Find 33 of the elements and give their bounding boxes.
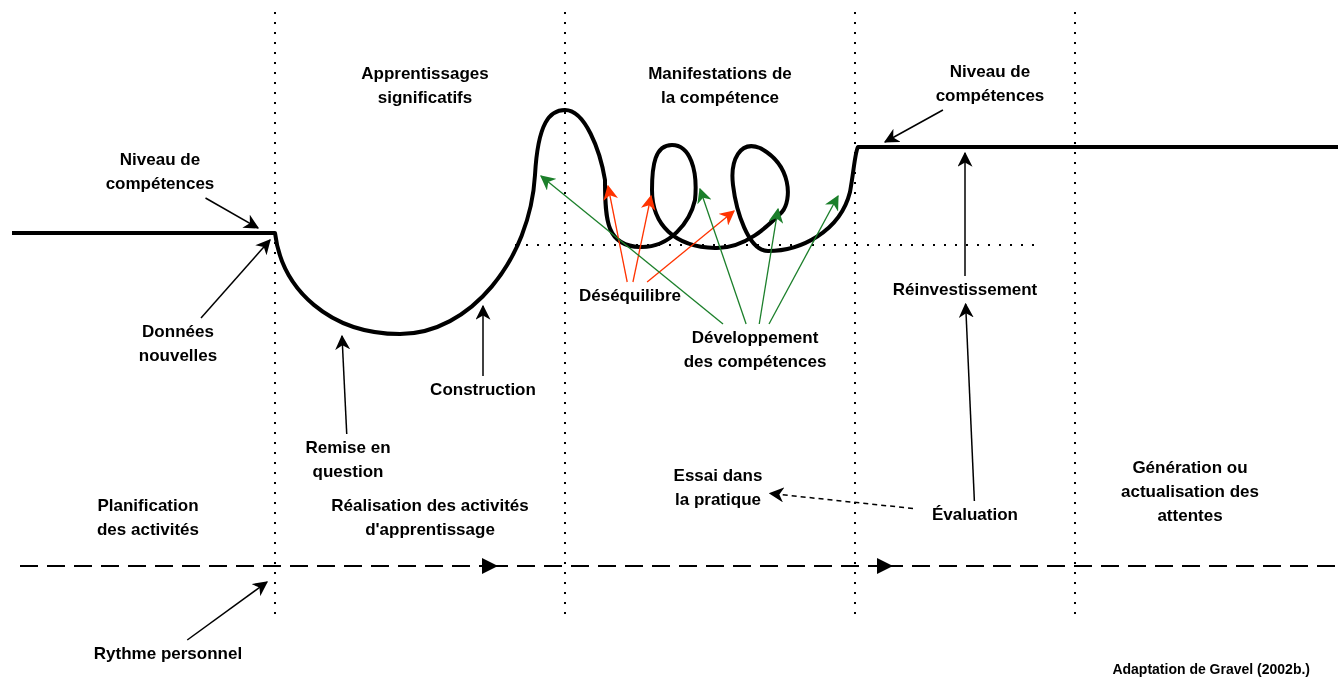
annotation-label: Niveau de compétences xyxy=(102,148,218,196)
phase-label: Planification des activités xyxy=(95,495,201,541)
arrow xyxy=(883,109,944,143)
annotation-label: Développement des compétences xyxy=(680,326,830,374)
arrow xyxy=(475,304,491,377)
arrow xyxy=(335,334,351,435)
arrow xyxy=(957,151,973,277)
arrow xyxy=(768,194,839,325)
annotation-label: Évaluation xyxy=(915,503,1035,527)
arrow xyxy=(200,239,271,319)
arrow xyxy=(540,175,724,325)
arrow xyxy=(758,207,784,325)
phase-label: Manifestations de la compétence xyxy=(647,63,793,109)
annotation-label: Rythme personnel xyxy=(68,642,268,666)
phase-label: Génération ou actualisation des attentes xyxy=(1120,457,1260,527)
arrow xyxy=(632,194,656,283)
arrow xyxy=(958,302,976,502)
arrow xyxy=(768,487,914,510)
arrow xyxy=(603,184,628,283)
annotation-label: Niveau de compétences xyxy=(932,60,1048,108)
arrow xyxy=(186,581,268,641)
annotation-label: Déséquilibre xyxy=(565,284,695,308)
annotation-label: Construction xyxy=(418,378,548,402)
annotation-label: Données nouvelles xyxy=(123,320,233,368)
arrow xyxy=(646,210,735,283)
phase-label: Réalisation des activités d'apprentissage xyxy=(330,495,530,541)
phase-label: Apprentissages significatifs xyxy=(360,63,490,109)
arrow xyxy=(204,197,260,229)
arrow xyxy=(697,187,747,325)
annotation-label: Essai dans la pratique xyxy=(668,464,768,512)
annotation-label: Remise en question xyxy=(293,436,403,484)
annotation-label: Réinvestissement xyxy=(880,278,1050,302)
source-caption: Adaptation de Gravel (2002b.) xyxy=(1112,661,1310,677)
